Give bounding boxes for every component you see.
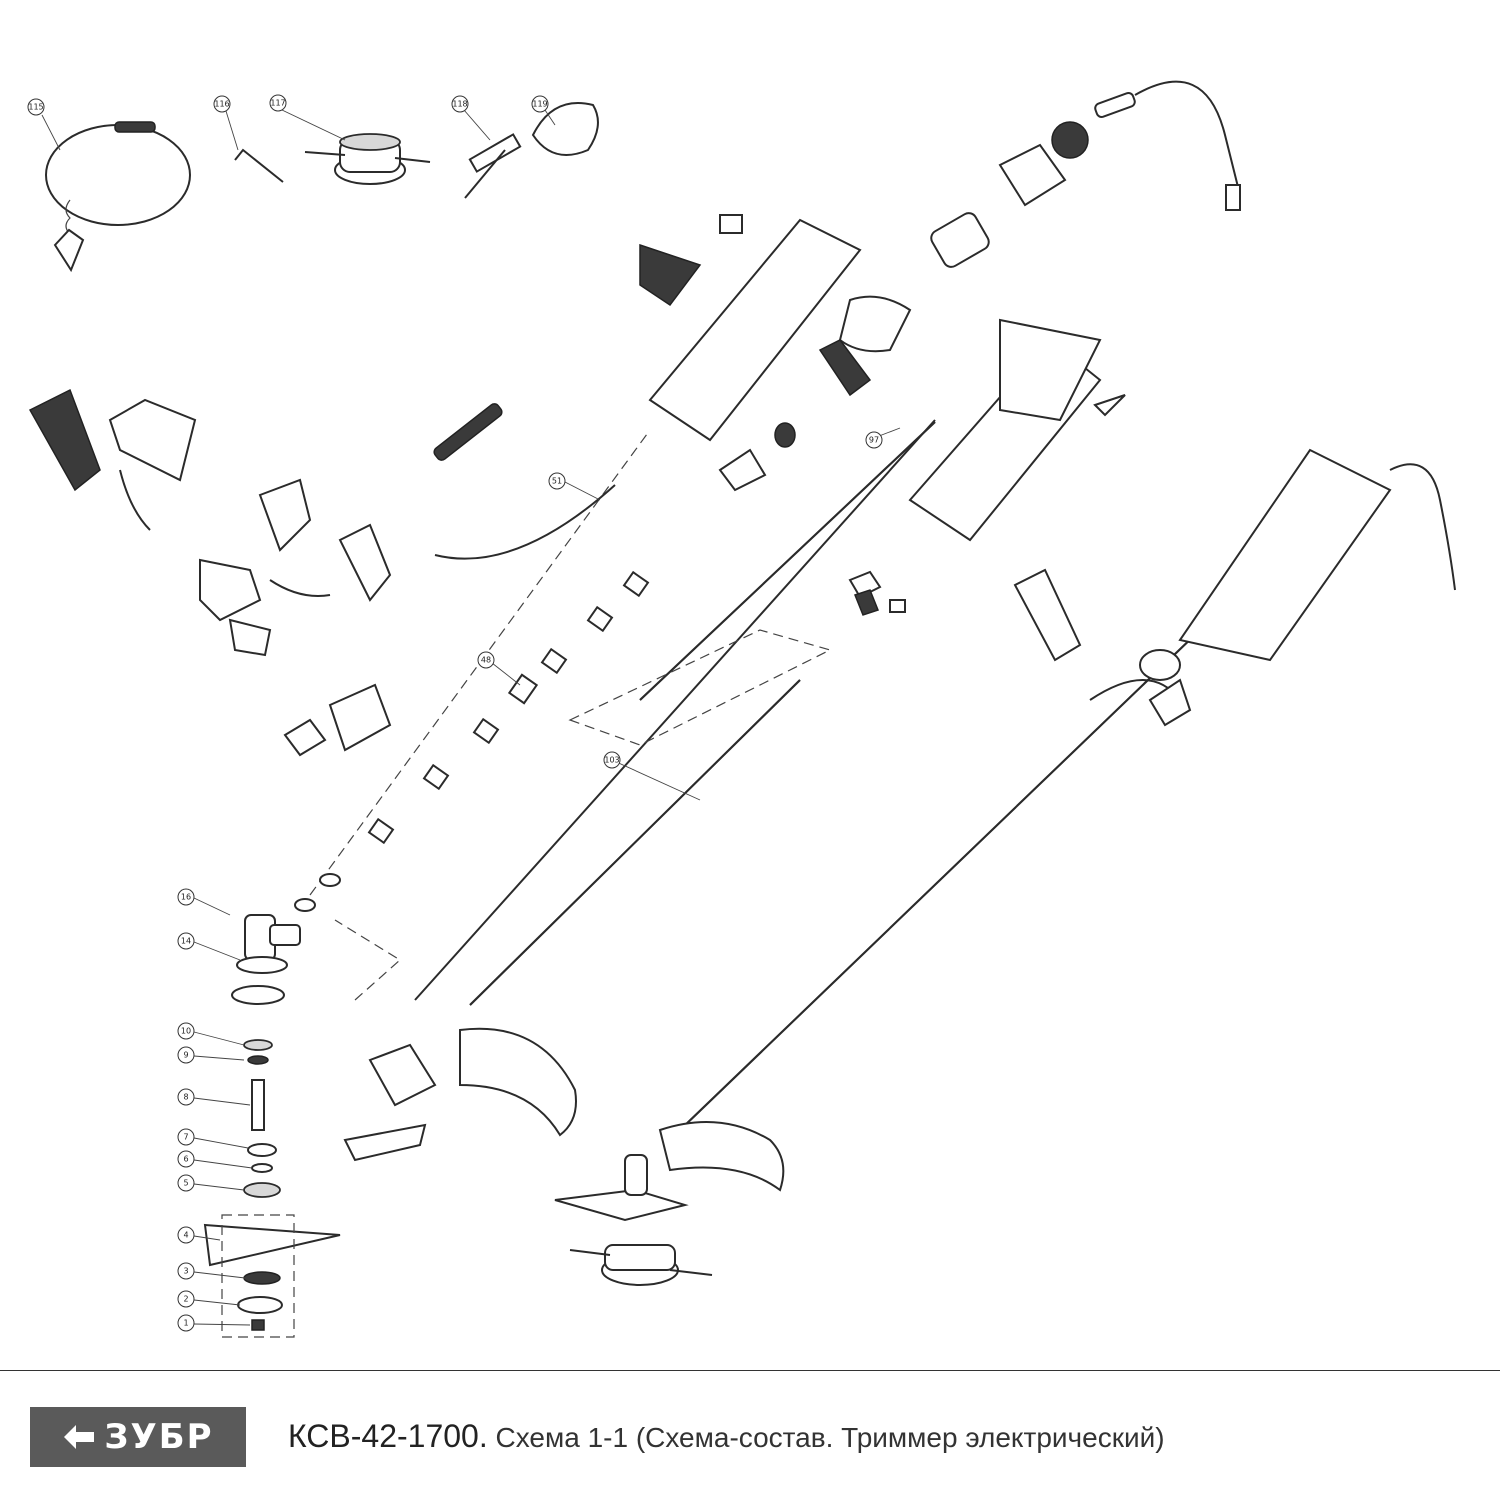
brand-arrow-icon [64,1425,95,1449]
switch-parts [848,570,906,616]
exploded-parts-diagram: 1 2 3 4 5 6 7 8 9 10 14 16 [27,80,1456,1338]
callout-3: 3 [177,1262,246,1280]
svg-text:48: 48 [481,656,491,665]
brand-logo: ЗУБР [30,1407,246,1467]
callout-1: 1 [177,1314,251,1332]
callout-2: 2 [177,1290,241,1308]
svg-text:6: 6 [183,1155,188,1164]
svg-text:4: 4 [183,1231,188,1240]
assembled-trimmer [554,448,1456,1286]
svg-text:119: 119 [532,100,547,109]
callout-6: 6 [177,1150,253,1169]
svg-text:115: 115 [28,103,43,112]
svg-text:51: 51 [552,477,562,486]
svg-text:97: 97 [869,436,879,445]
callout-4: 4 [177,1226,221,1244]
shaft-bushings [294,403,651,912]
shoulder-strap [45,121,191,273]
callout-115: 115 [27,98,61,151]
callout-118: 118 [451,95,491,141]
callout-48: 48 [477,651,521,686]
spark-wrench [464,133,522,199]
callout-9: 9 [177,1046,245,1064]
svg-text:116: 116 [214,100,229,109]
callout-97: 97 [865,427,901,449]
svg-text:10: 10 [181,1027,191,1036]
trimmer-head-spare [304,133,431,185]
svg-text:16: 16 [181,893,191,902]
guard-assembly [343,1027,577,1162]
svg-text:7: 7 [183,1133,188,1142]
callout-103: 103 [603,751,701,801]
callout-117: 117 [269,94,346,141]
hex-key [234,148,284,183]
svg-text:9: 9 [183,1051,188,1060]
callout-5: 5 [177,1174,245,1192]
diagram-caption: КСВ-42-1700. Схема 1-1 (Схема-состав. Тр… [288,1418,1165,1455]
brand-name: ЗУБР [104,1417,214,1457]
callout-14: 14 [177,932,241,961]
footer-divider [0,1370,1500,1371]
shaft-tubes [334,419,936,1006]
motor-housing [639,80,1241,542]
svg-text:118: 118 [452,100,467,109]
svg-text:1: 1 [183,1319,188,1328]
svg-text:14: 14 [181,937,191,946]
diagram-description: Схема 1-1 (Схема-состав. Триммер электри… [487,1422,1165,1453]
svg-text:3: 3 [183,1267,188,1276]
gearbox-assembly [203,914,341,1338]
callout-7: 7 [177,1128,249,1149]
svg-text:2: 2 [183,1295,188,1304]
svg-text:117: 117 [270,99,285,108]
callout-116: 116 [213,95,239,151]
callout-16: 16 [177,888,231,916]
callout-10: 10 [177,1022,245,1046]
footer: ЗУБР КСВ-42-1700. Схема 1-1 (Схема-соста… [0,1372,1500,1500]
callout-51: 51 [548,472,601,501]
model-number: КСВ-42-1700. [288,1418,488,1454]
svg-text:8: 8 [183,1093,188,1102]
svg-text:5: 5 [183,1179,188,1188]
callout-8: 8 [177,1088,251,1106]
handle-assembly-left [28,388,392,757]
callout-119: 119 [531,95,556,126]
svg-text:103: 103 [604,756,619,765]
